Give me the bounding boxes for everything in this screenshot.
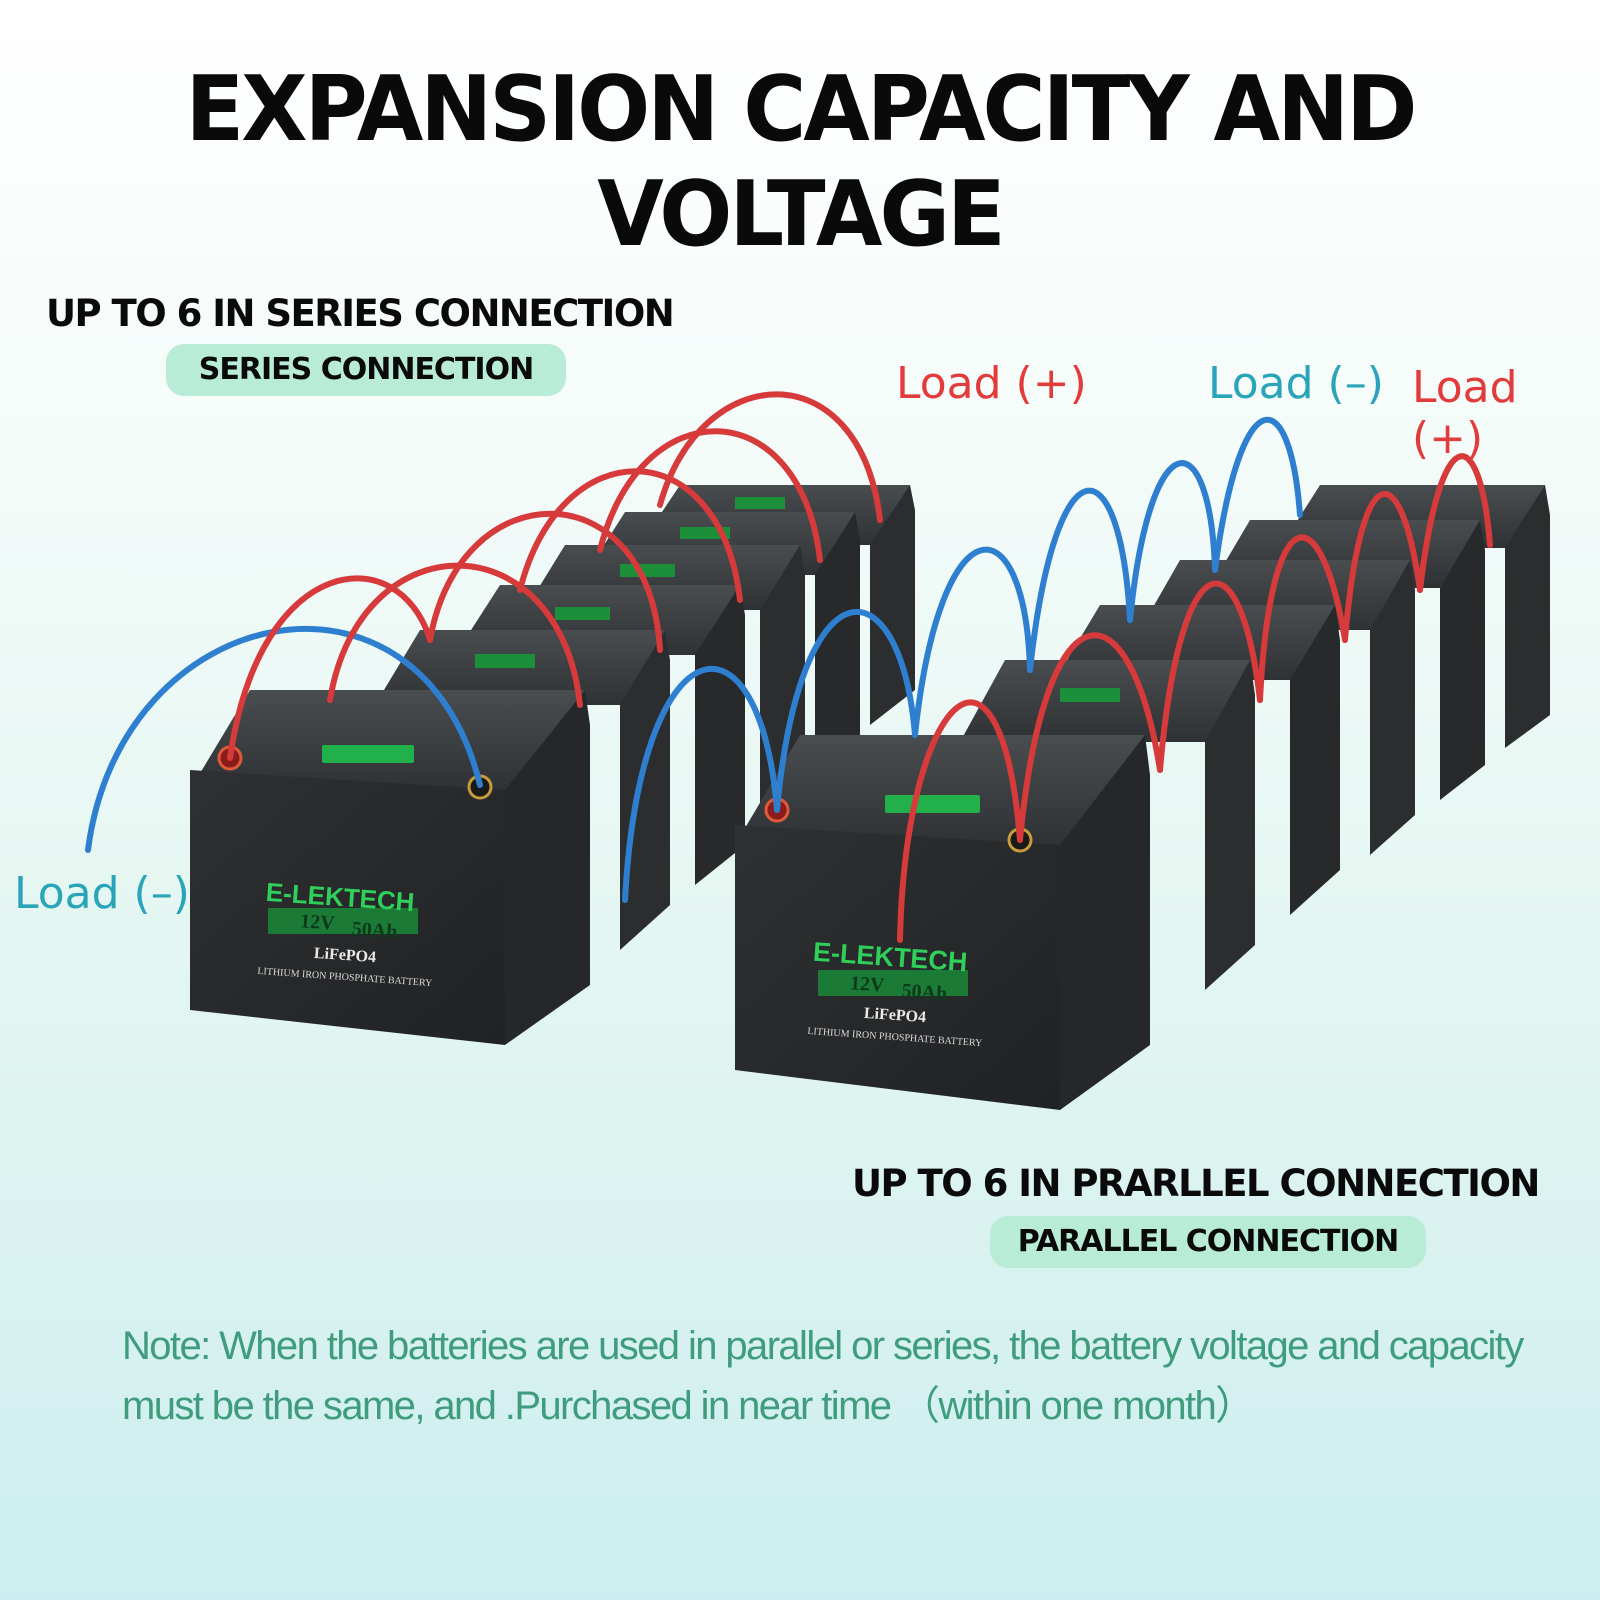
parallel-load-positive-label: Load (+) xyxy=(1412,362,1518,464)
series-wires xyxy=(85,391,883,853)
series-voltage: 12V xyxy=(299,910,335,934)
parallel-battery-group: E-LEKTECH 12V 50Ah LiFePO4 LITHIUM IRON … xyxy=(735,485,1550,1110)
parallel-wires xyxy=(622,416,1493,943)
parallel-capacity: 50Ah xyxy=(901,980,948,1005)
series-battery-1: E-LEKTECH 12V 50Ah LiFePO4 LITHIUM IRON … xyxy=(190,690,590,1045)
series-capacity: 50Ah xyxy=(351,918,398,943)
page-title: EXPANSION CAPACITY AND VOLTAGE xyxy=(185,57,1418,267)
series-load-negative-label: Load (–) xyxy=(14,868,190,919)
parallel-heading: UP TO 6 IN PRARLLEL CONNECTION xyxy=(852,1162,1540,1205)
series-heading: UP TO 6 IN SERIES CONNECTION xyxy=(46,292,675,335)
series-pill: SERIES CONNECTION xyxy=(166,344,566,396)
series-battery-2 xyxy=(375,630,670,950)
parallel-chemistry: LiFePO4 xyxy=(863,1005,926,1026)
parallel-battery-1: E-LEKTECH 12V 50Ah LiFePO4 LITHIUM IRON … xyxy=(735,735,1150,1110)
parallel-pill: PARALLEL CONNECTION xyxy=(990,1216,1426,1268)
series-chemistry: LiFePO4 xyxy=(313,945,376,966)
parallel-battery-2 xyxy=(960,660,1255,990)
parallel-voltage: 12V xyxy=(849,972,885,996)
compatibility-note: Note: When the batteries are used in par… xyxy=(122,1324,1524,1428)
series-load-positive-label: Load (+) xyxy=(896,358,1087,409)
parallel-load-negative-label: Load (–) xyxy=(1208,358,1384,409)
